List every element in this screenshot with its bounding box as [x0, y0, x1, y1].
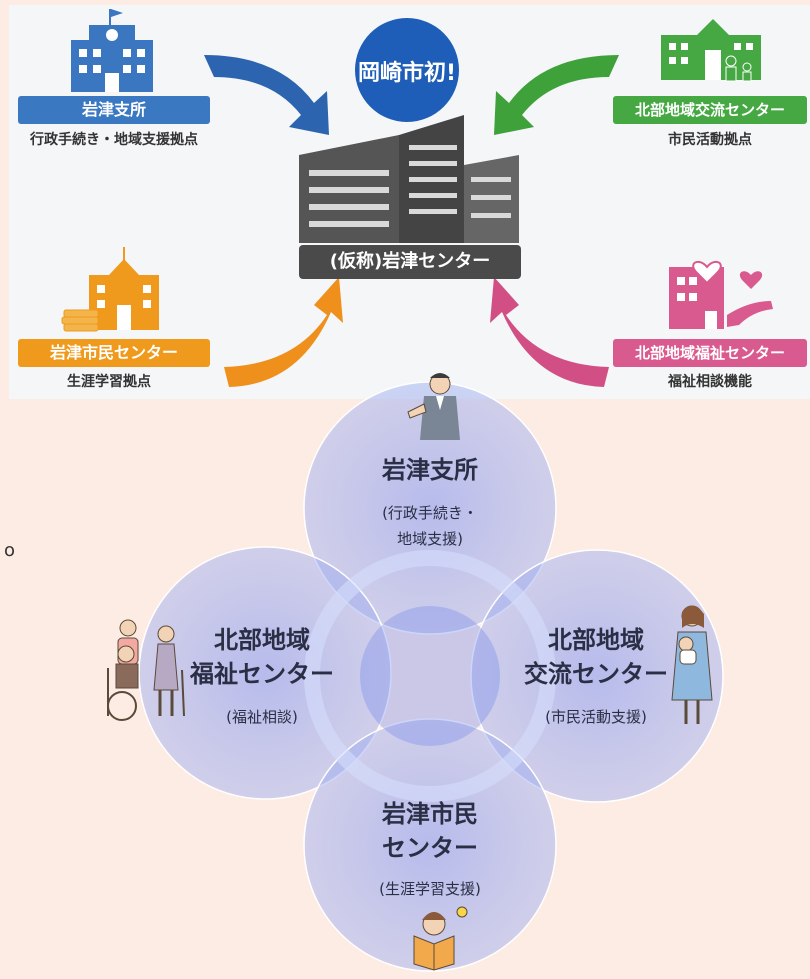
city-office-building-icon	[71, 9, 153, 92]
circle-right-title-2: 交流センター	[524, 660, 668, 688]
circle-left-title-2: 福祉センター	[189, 660, 334, 688]
iwazu-branch-label: 岩津支所	[18, 96, 210, 124]
mother-baby-icon	[671, 605, 713, 724]
citizen-center-building-icon	[61, 247, 159, 332]
circle-left-title-1: 北部地域	[214, 626, 310, 654]
stray-bullet-mark: o	[4, 540, 16, 561]
circle-bottom-title-1: 岩津市民	[381, 800, 478, 828]
iwazu-center-label: (仮称)岩津センター	[299, 245, 521, 279]
circle-right-sub: (市民活動支援)	[545, 708, 647, 726]
circle-top-sub-1: (行政手続き・	[382, 504, 478, 522]
venn-center-core	[360, 606, 500, 746]
arrow-bottom-right	[490, 277, 609, 387]
north-exchange-center-sub: 市民活動拠点	[668, 132, 752, 148]
iwazu-branch-sub: 行政手続き・地域支援拠点	[30, 132, 198, 148]
circle-bottom-sub: (生涯学習支援)	[379, 880, 481, 898]
north-welfare-center-label: 北部地域福祉センター	[613, 339, 807, 367]
circle-right-title-1: 北部地域	[548, 626, 644, 654]
welfare-center-building-icon	[669, 260, 773, 329]
circle-bottom-title-2: センター	[382, 834, 478, 862]
top-overview-panel: 岡崎市初! (仮称)岩津センター 岩津支所 行政手続き・地域支援拠点 北部地域交…	[9, 5, 810, 399]
venn-center-ring	[304, 550, 556, 802]
okazaki-first-badge-text: 岡崎市初!	[357, 61, 457, 86]
elderly-man-cane-icon	[153, 625, 185, 717]
community-center-building-icon	[661, 19, 761, 82]
iwazu-citizen-center-sub: 生涯学習拠点	[67, 374, 151, 390]
north-exchange-center-label: 北部地域交流センター	[613, 96, 807, 124]
arrow-top-left	[204, 55, 329, 135]
north-welfare-center-sub: 福祉相談機能	[668, 374, 752, 390]
arrow-bottom-left	[224, 277, 343, 387]
circle-left-sub: (福祉相談)	[226, 708, 298, 726]
iwazu-citizen-center-label: 岩津市民センター	[18, 339, 210, 367]
venn-circles	[138, 381, 724, 972]
okazaki-first-badge	[355, 18, 459, 122]
student-reading-book-icon	[413, 906, 468, 971]
circle-top-title: 岩津支所	[381, 456, 478, 484]
iwazu-center-building-icon	[299, 115, 519, 243]
staff-person-icon	[407, 373, 460, 440]
elderly-wheelchair-icon	[107, 619, 139, 721]
arrow-top-right	[494, 55, 619, 135]
circle-top-sub-2: 地域支援)	[397, 530, 463, 548]
